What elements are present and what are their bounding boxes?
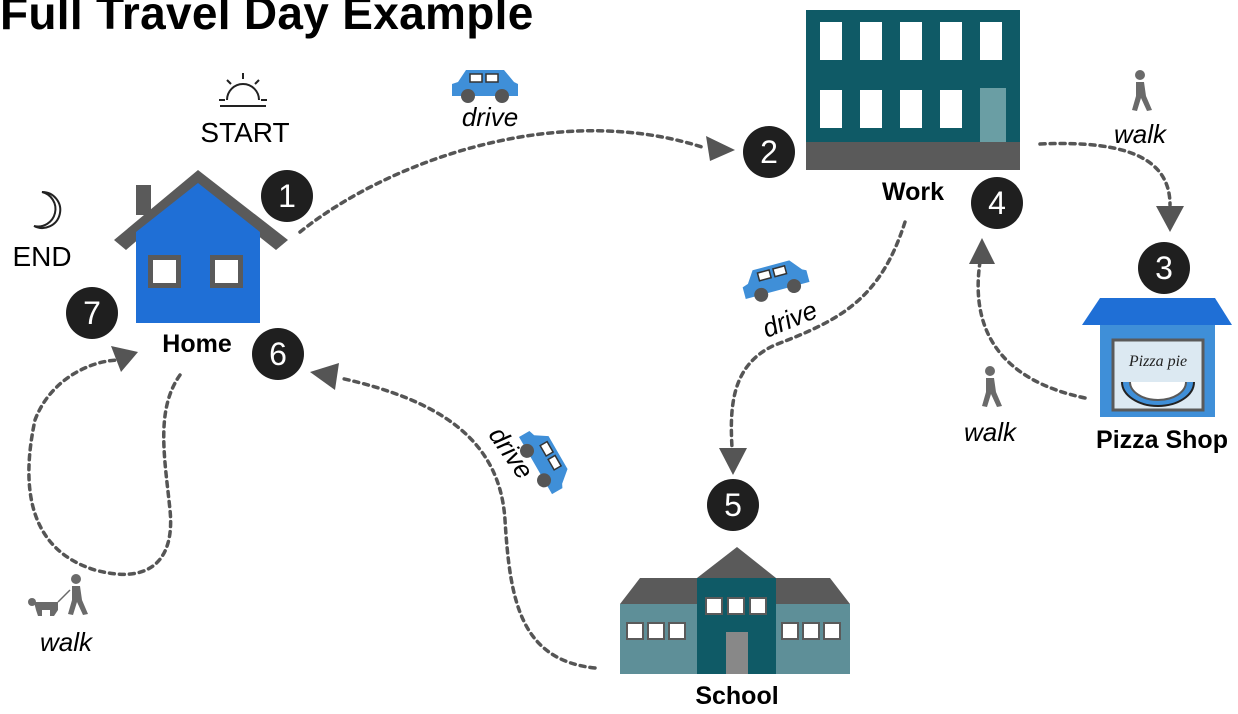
route-paths	[27, 129, 1184, 670]
stop-badge-5: 5	[707, 479, 759, 531]
pizza-sign-text: Pizza pie	[1128, 353, 1187, 370]
home-window-pane	[215, 260, 238, 283]
svg-text:5: 5	[724, 487, 742, 523]
path-home-to-work	[298, 129, 707, 234]
pizza-shop-window	[1111, 338, 1205, 412]
sunrise-icon	[219, 73, 267, 107]
stop-badge-7: 7	[66, 287, 118, 339]
school-center-roof	[697, 547, 776, 578]
pizza-shop-label: Pizza Shop	[1096, 426, 1228, 454]
path-work-to-pizza	[1038, 141, 1172, 207]
pizza-slice	[1129, 381, 1187, 401]
school-building	[620, 547, 850, 674]
work-building	[806, 10, 1020, 170]
work-windows	[820, 22, 1002, 128]
stop-badge-4: 4	[971, 177, 1023, 229]
svg-text:6: 6	[269, 336, 287, 372]
school-right-roof	[775, 578, 850, 604]
walker-icon	[1132, 70, 1152, 111]
mode-label-walk: walk	[40, 627, 94, 657]
walker-icon	[982, 366, 1002, 407]
arrow-to-pizza	[1156, 206, 1184, 232]
arrow-walk-home	[111, 346, 138, 372]
home-chimney	[136, 185, 151, 215]
car-icon	[742, 260, 810, 302]
start-label: START	[200, 117, 289, 148]
arrow-back-to-work	[969, 238, 995, 264]
stop-badge-1: 1	[261, 170, 313, 222]
path-dog-walk	[27, 358, 182, 576]
pizza-shop-building: Pizza pie	[1082, 298, 1232, 417]
svg-text:7: 7	[83, 295, 101, 331]
moon-icon	[33, 190, 62, 229]
school-windows	[626, 597, 841, 640]
car-icon	[519, 431, 568, 495]
mode-label-drive: drive	[462, 102, 518, 132]
car-icon	[452, 70, 518, 103]
pizza-shop-roof	[1082, 298, 1232, 325]
stop-badge-2: 2	[743, 126, 795, 178]
arrow-to-school	[719, 448, 747, 475]
home-building	[114, 170, 288, 323]
school-left-roof	[620, 578, 700, 604]
home-window-pane	[153, 260, 176, 283]
mode-label-walk: walk	[964, 417, 1018, 447]
svg-text:4: 4	[988, 185, 1006, 221]
arrow-to-home	[310, 363, 339, 390]
svg-text:2: 2	[760, 134, 778, 170]
school-label: School	[695, 682, 778, 710]
work-door	[980, 88, 1006, 142]
svg-text:1: 1	[278, 178, 296, 214]
stop-badge-6: 6	[252, 328, 304, 380]
work-base	[806, 142, 1020, 170]
path-school-to-home	[338, 376, 597, 670]
work-label: Work	[882, 178, 944, 206]
path-pizza-to-work	[976, 260, 1087, 400]
dog-walker-icon	[28, 574, 88, 616]
end-label: END	[12, 241, 71, 272]
page-title: Full Travel Day Example	[0, 0, 534, 39]
path-work-to-school	[729, 220, 907, 450]
stop-badge-3: 3	[1138, 242, 1190, 294]
mode-label-drive: drive	[758, 295, 821, 344]
mode-label-walk: walk	[1114, 119, 1168, 149]
svg-text:3: 3	[1155, 250, 1173, 286]
arrow-to-work	[706, 136, 735, 161]
home-label: Home	[162, 330, 232, 358]
school-door	[726, 632, 748, 674]
